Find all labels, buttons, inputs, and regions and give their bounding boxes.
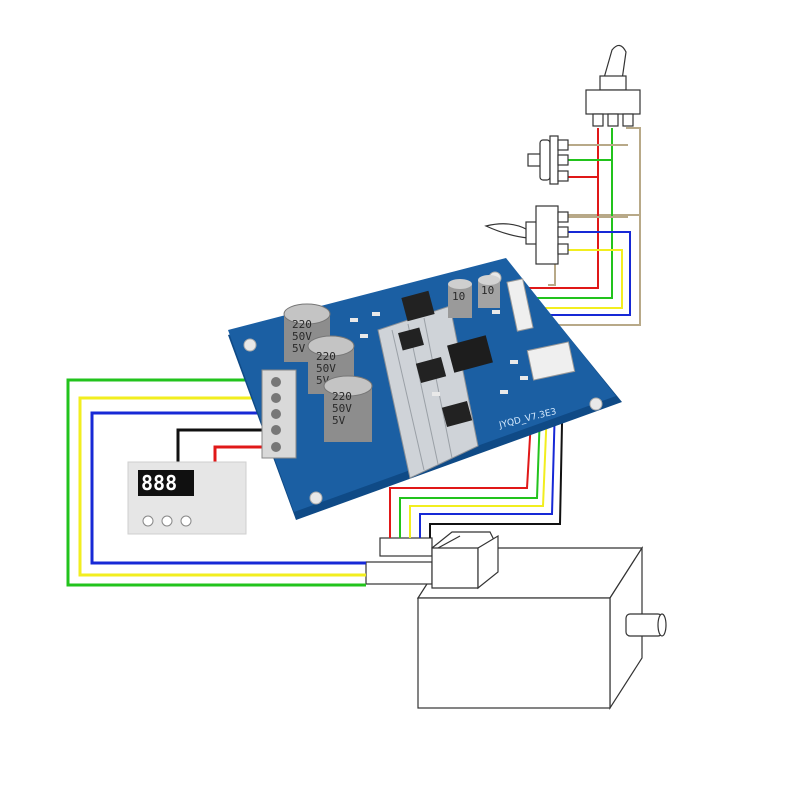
toggle-pin-1 — [592, 113, 604, 127]
wire-ctrl-green — [525, 128, 613, 299]
switch-lever — [484, 223, 529, 239]
toggle-bushing — [599, 75, 627, 91]
hall-connector-plug — [379, 537, 433, 557]
phase-wires — [66, 378, 366, 587]
hall-wires — [389, 351, 564, 538]
svg-text:5V: 5V — [292, 342, 306, 355]
motor-shaft — [625, 613, 663, 637]
wire-hall-blue — [419, 366, 557, 538]
wire-phase-yellow — [78, 396, 366, 577]
display-digits: 888 — [141, 471, 177, 495]
wire-hall-yellow — [409, 359, 550, 538]
mount-hole-tl — [243, 338, 257, 352]
wire-speed-black — [176, 428, 270, 462]
smd-parts — [350, 310, 528, 396]
power-terminal — [261, 369, 297, 459]
three-way-switch-icon — [484, 205, 569, 265]
control-wires — [525, 127, 641, 326]
motor-connectors — [365, 531, 499, 590]
wire-phase-green — [66, 378, 366, 587]
control-header — [506, 278, 534, 332]
svg-text:5V: 5V — [332, 414, 346, 427]
display-screen — [138, 470, 194, 496]
mosfet-3 — [441, 400, 473, 428]
pot-pin-2 — [557, 154, 569, 166]
svg-text:220: 220 — [316, 350, 336, 363]
svg-text:50V: 50V — [332, 402, 352, 415]
toggle-body — [585, 89, 641, 115]
svg-text:10: 10 — [452, 290, 465, 303]
wire-ctrl-red — [525, 128, 599, 289]
display-button-1 — [142, 515, 154, 527]
display-button-3 — [180, 515, 192, 527]
wire-phase-blue — [90, 411, 366, 565]
switch-pin-1 — [557, 211, 569, 223]
wire-speed-red — [213, 445, 272, 462]
digital-display-icon: 888 — [127, 461, 247, 535]
pot-shaft — [539, 139, 551, 181]
wire-ctrl-tan-2 — [548, 215, 641, 326]
switch-pin-3 — [557, 243, 569, 255]
wire-ctrl-yellow — [525, 249, 623, 309]
toggle-pin-2 — [607, 113, 619, 127]
hall-header — [526, 341, 576, 381]
driver-board-icon: 10 10 220 50V 5V 220 50V 5V 220 50V 5V — [228, 258, 622, 520]
potentiometer-icon — [527, 135, 569, 185]
mosfet-4 — [398, 327, 424, 351]
svg-text:220: 220 — [332, 390, 352, 403]
switch-body — [535, 205, 559, 265]
capacitor-small-b: 10 — [478, 275, 500, 308]
capacitor-large-3: 220 50V 5V — [323, 375, 373, 442]
wire-ctrl-tan-1 — [548, 127, 641, 286]
pot-body — [549, 135, 559, 185]
mosfet-1 — [401, 290, 435, 322]
mosfet-2 — [415, 356, 447, 384]
phase-connector-plug — [365, 561, 433, 585]
toggle-switch-icon — [585, 44, 641, 127]
toggle-pin-3 — [622, 113, 634, 127]
display-button-2 — [161, 515, 173, 527]
svg-text:50V: 50V — [292, 330, 312, 343]
svg-text:220: 220 — [292, 318, 312, 331]
svg-text:50V: 50V — [316, 362, 336, 375]
toggle-lever — [603, 44, 627, 81]
driver-ic — [447, 335, 493, 373]
connector-housing-side — [477, 534, 499, 590]
svg-text:10: 10 — [481, 284, 494, 297]
capacitor-small-a: 10 — [448, 279, 472, 318]
mount-hole-bl — [309, 491, 323, 505]
motor-front-face — [417, 597, 611, 709]
wire-ctrl-blue — [525, 231, 631, 316]
connector-housing — [431, 547, 479, 589]
pot-pin-3 — [557, 170, 569, 182]
wire-hall-black — [429, 373, 564, 538]
switch-pin-2 — [557, 226, 569, 238]
pot-pin-1 — [557, 139, 569, 151]
motor-shaft-end — [657, 613, 667, 637]
mount-hole-br — [589, 397, 603, 411]
